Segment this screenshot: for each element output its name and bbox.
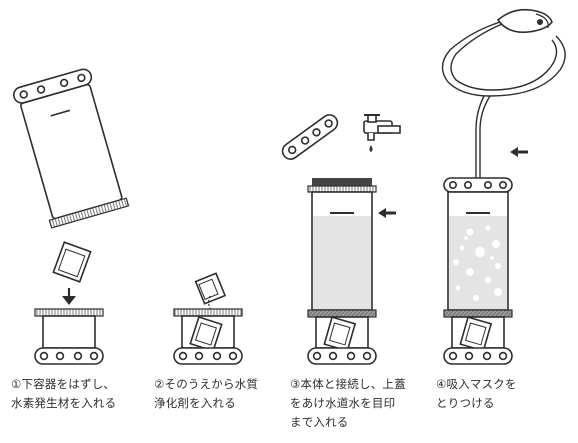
removed-lid [281, 114, 339, 160]
inhalation-mask [496, 8, 553, 34]
arrow-down-icon [62, 288, 76, 305]
lower-container [34, 308, 104, 365]
step4-illustration [441, 8, 566, 365]
step1-illustration [13, 68, 130, 365]
caption-line: ③本体と接続し、上蓋 [290, 377, 406, 391]
water-level-arrow-icon [378, 208, 396, 218]
hydrogen-bubbles [453, 225, 502, 301]
caption-line: ④吸入マスクを [436, 377, 517, 391]
caption-line: 水素発生材を入れる [11, 396, 117, 410]
step2-caption: ②そのうえから水質 浄化剤を入れる [154, 375, 258, 413]
caption-line: まで入れる [290, 415, 349, 429]
faucet-icon [363, 114, 401, 152]
hydrogen-material-packet [52, 241, 92, 283]
lower-container [173, 308, 243, 365]
main-body-container [443, 177, 513, 365]
caption-line: をあけ水道水を目印 [290, 396, 396, 410]
tube-arrow-icon [510, 147, 528, 157]
caption-line: 浄化剤を入れる [154, 396, 236, 410]
caption-line: とりつける [436, 396, 495, 410]
tube [441, 21, 566, 178]
step4-caption: ④吸入マスクを とりつける [436, 375, 517, 413]
caption-line: ②そのうえから水質 [154, 377, 259, 391]
caption-line: ①下容器をはずし、 [11, 377, 116, 391]
step1-caption: ①下容器をはずし、 水素発生材を入れる [11, 375, 116, 413]
step3-caption: ③本体と接続し、上蓋 をあけ水道水を目印 まで入れる [290, 375, 406, 432]
main-body-container [307, 178, 377, 365]
step2-illustration [173, 272, 243, 365]
detached-container [13, 68, 130, 229]
step3-illustration [281, 114, 401, 365]
purifier-sachet [194, 272, 227, 305]
